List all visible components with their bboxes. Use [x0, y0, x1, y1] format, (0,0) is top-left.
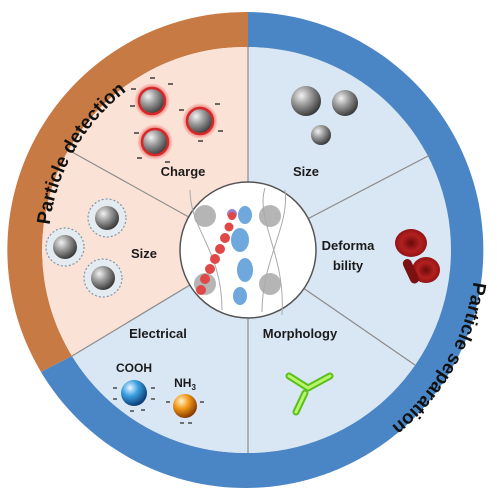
charge-label: Charge: [161, 164, 206, 179]
charge-minus-signs: [130, 77, 223, 163]
outer-ring: [7, 11, 484, 488]
detection-ring-band: [7, 11, 248, 373]
nh3-particle: [173, 394, 197, 418]
electrical-label: Electrical: [129, 326, 187, 341]
deformability-label-line1: Deforma: [322, 238, 376, 253]
red-particle-stream: [196, 212, 236, 295]
flow-streamlines: [189, 187, 287, 316]
medium-particle: [332, 90, 358, 116]
deformability-label-line2: bility: [333, 258, 364, 273]
red-blood-cells: [395, 229, 440, 284]
cooh-minus-signs: [113, 387, 155, 412]
small-particle: [311, 125, 331, 145]
size-detection-particles: [45, 198, 127, 298]
charged-particle: [182, 103, 218, 139]
charged-particles: [130, 77, 223, 163]
size-detection-label: Size: [131, 246, 157, 261]
obstacle-pillars: [194, 205, 281, 295]
charged-particle: [137, 124, 173, 160]
red-blood-cell: [412, 257, 440, 283]
large-particle: [291, 86, 321, 116]
deformed-red-blood-cell: [402, 259, 419, 284]
morphology-label: Morphology: [263, 326, 338, 341]
red-blood-cell: [395, 229, 427, 257]
cooh-particle: [121, 380, 147, 406]
nh3-label: NH3: [174, 376, 196, 392]
cooh-label: COOH: [116, 361, 152, 375]
size-separation-label: Size: [293, 164, 319, 179]
coated-particle: [87, 198, 127, 238]
size-separation-particles: [291, 86, 358, 145]
electrical-particles: COOH NH3: [113, 361, 204, 424]
center-channel-icon: [179, 181, 317, 319]
coated-particle: [83, 258, 123, 298]
charged-particle: [134, 83, 170, 119]
nh3-minus-signs: [166, 401, 204, 424]
rod-bacteria: [285, 372, 334, 416]
coated-particle: [45, 227, 85, 267]
